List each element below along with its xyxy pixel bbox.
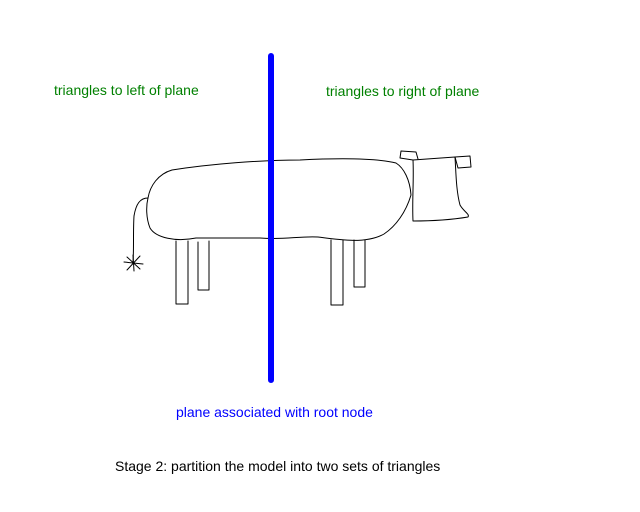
cow-leg-front-right — [197, 240, 210, 291]
diagram-caption: Stage 2: partition the model into two se… — [115, 458, 441, 474]
cow-leg-front-left — [175, 240, 189, 305]
cow-body-outline — [146, 158, 412, 241]
cow-head — [412, 156, 469, 222]
cow-tail-tuft — [123, 254, 144, 272]
cow-ear-left — [399, 150, 419, 161]
cow-drawing — [123, 150, 472, 306]
left-region-label: triangles to left of plane — [54, 82, 199, 98]
cow-tail — [132, 197, 149, 263]
right-region-label: triangles to right of plane — [326, 83, 480, 99]
cow-leg-back-right — [353, 239, 366, 288]
cow-leg-back-left — [330, 239, 344, 306]
cow-ear-right — [454, 155, 472, 169]
plane-label: plane associated with root node — [176, 404, 373, 420]
